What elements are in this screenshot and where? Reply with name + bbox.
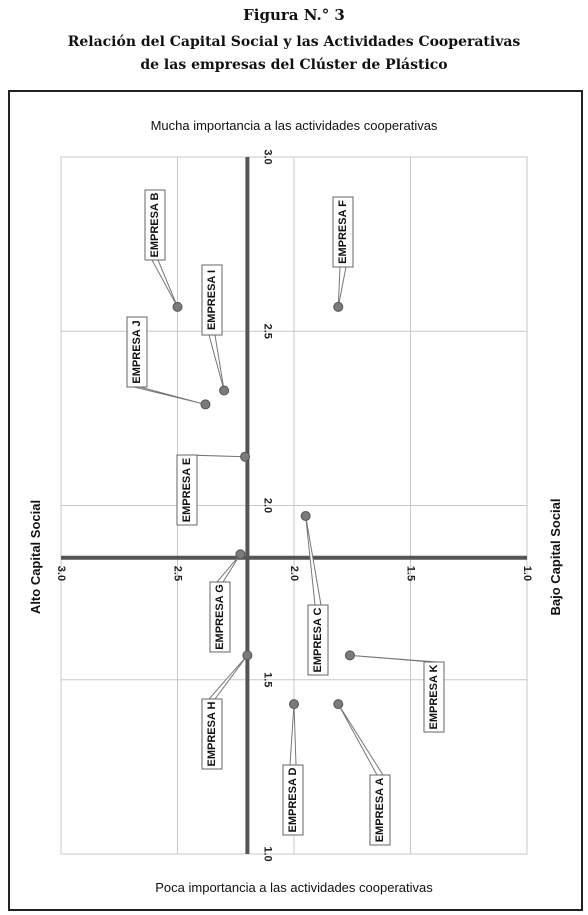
point-label-box-0	[369, 774, 391, 846]
figure-subtitle-line1: Relación del Capital Social y las Activi…	[67, 34, 521, 50]
point-label-3: EMPRESA D	[287, 767, 299, 832]
point-label-4: EMPRESA E	[181, 458, 193, 522]
point-label-0: EMPRESA A	[374, 778, 386, 843]
point-label-box-1	[144, 189, 166, 261]
point-label-box-6	[209, 581, 231, 653]
data-points	[172, 301, 355, 710]
leader-line-7	[207, 655, 248, 700]
capital-tick-label-3: 1.5	[405, 566, 417, 581]
data-point-4	[240, 451, 251, 462]
point-labels: EMPRESA A EMPRESA B EMPRESA C EMPRESA D EMPR…	[126, 189, 445, 846]
cooperation-tick-label-0: 3.0	[261, 149, 273, 164]
point-label-box-5	[332, 196, 354, 268]
figure-subtitle-line2: de las empresas del Clúster de Plástico	[140, 57, 448, 73]
data-point-10	[344, 650, 355, 661]
leader-line-3	[289, 704, 297, 766]
point-label-9: EMPRESA J	[131, 320, 143, 383]
point-label-box-8	[201, 264, 223, 336]
leader-line-8	[208, 334, 225, 391]
point-label-7: EMPRESA H	[206, 701, 218, 766]
data-point-0	[333, 699, 344, 710]
capital-tick-label-4: 1.0	[521, 566, 533, 581]
cooperation-tick-label-4: 1.0	[261, 846, 273, 861]
point-label-box-10	[423, 661, 445, 733]
data-point-6	[235, 549, 246, 560]
point-label-10: EMPRESA K	[428, 664, 440, 729]
point-label-5: EMPRESA F	[337, 200, 349, 264]
leader-line-9	[133, 386, 206, 405]
cooperation-tick-label-3: 1.5	[261, 672, 273, 687]
capital-tick-label-2: 2.0	[288, 566, 300, 581]
point-label-1: EMPRESA B	[149, 192, 161, 257]
data-point-7	[242, 650, 253, 661]
data-point-3	[289, 699, 299, 710]
leader-line-2	[305, 515, 322, 606]
point-label-6: EMPRESA G	[214, 584, 226, 650]
data-point-2	[300, 510, 311, 521]
data-point-5	[333, 301, 344, 312]
chart-frame	[8, 90, 583, 911]
quadrant-axes	[61, 157, 527, 854]
data-point-8	[219, 385, 230, 396]
leader-line-5	[337, 266, 347, 307]
capital-tick-label-0: 3.0	[55, 566, 67, 581]
point-label-box-3	[282, 764, 304, 836]
point-label-box-9	[126, 316, 148, 388]
left-axis-label: Alto Capital Social	[28, 500, 43, 614]
top-quadrant-label: Mucha importancia a las actividades coop…	[150, 118, 438, 133]
point-label-box-2	[307, 604, 329, 676]
cooperation-tick-label-1: 2.5	[261, 324, 273, 339]
bottom-quadrant-label: Poca importancia a las actividades coope…	[155, 880, 433, 895]
leader-line-0	[337, 703, 384, 776]
right-axis-label: Bajo Capital Social	[548, 498, 563, 615]
data-point-9	[200, 399, 211, 410]
data-point-1	[172, 301, 183, 312]
capital-tick-label-1: 2.5	[172, 566, 184, 581]
figure-title: Figura N.° 3	[243, 6, 345, 24]
cooperation-tick-label-2: 2.0	[261, 498, 273, 513]
leader-line-1	[151, 259, 178, 308]
point-label-2: EMPRESA C	[312, 607, 324, 672]
point-label-box-4	[176, 454, 198, 526]
tick-labels: 3.0 2.5 2.0 1.5 1.0 3.0 2.5 2.0 1.5 1.0	[55, 149, 533, 861]
point-label-box-7	[201, 698, 223, 770]
point-label-8: EMPRESA I	[206, 270, 218, 330]
leader-line-10	[349, 654, 438, 663]
